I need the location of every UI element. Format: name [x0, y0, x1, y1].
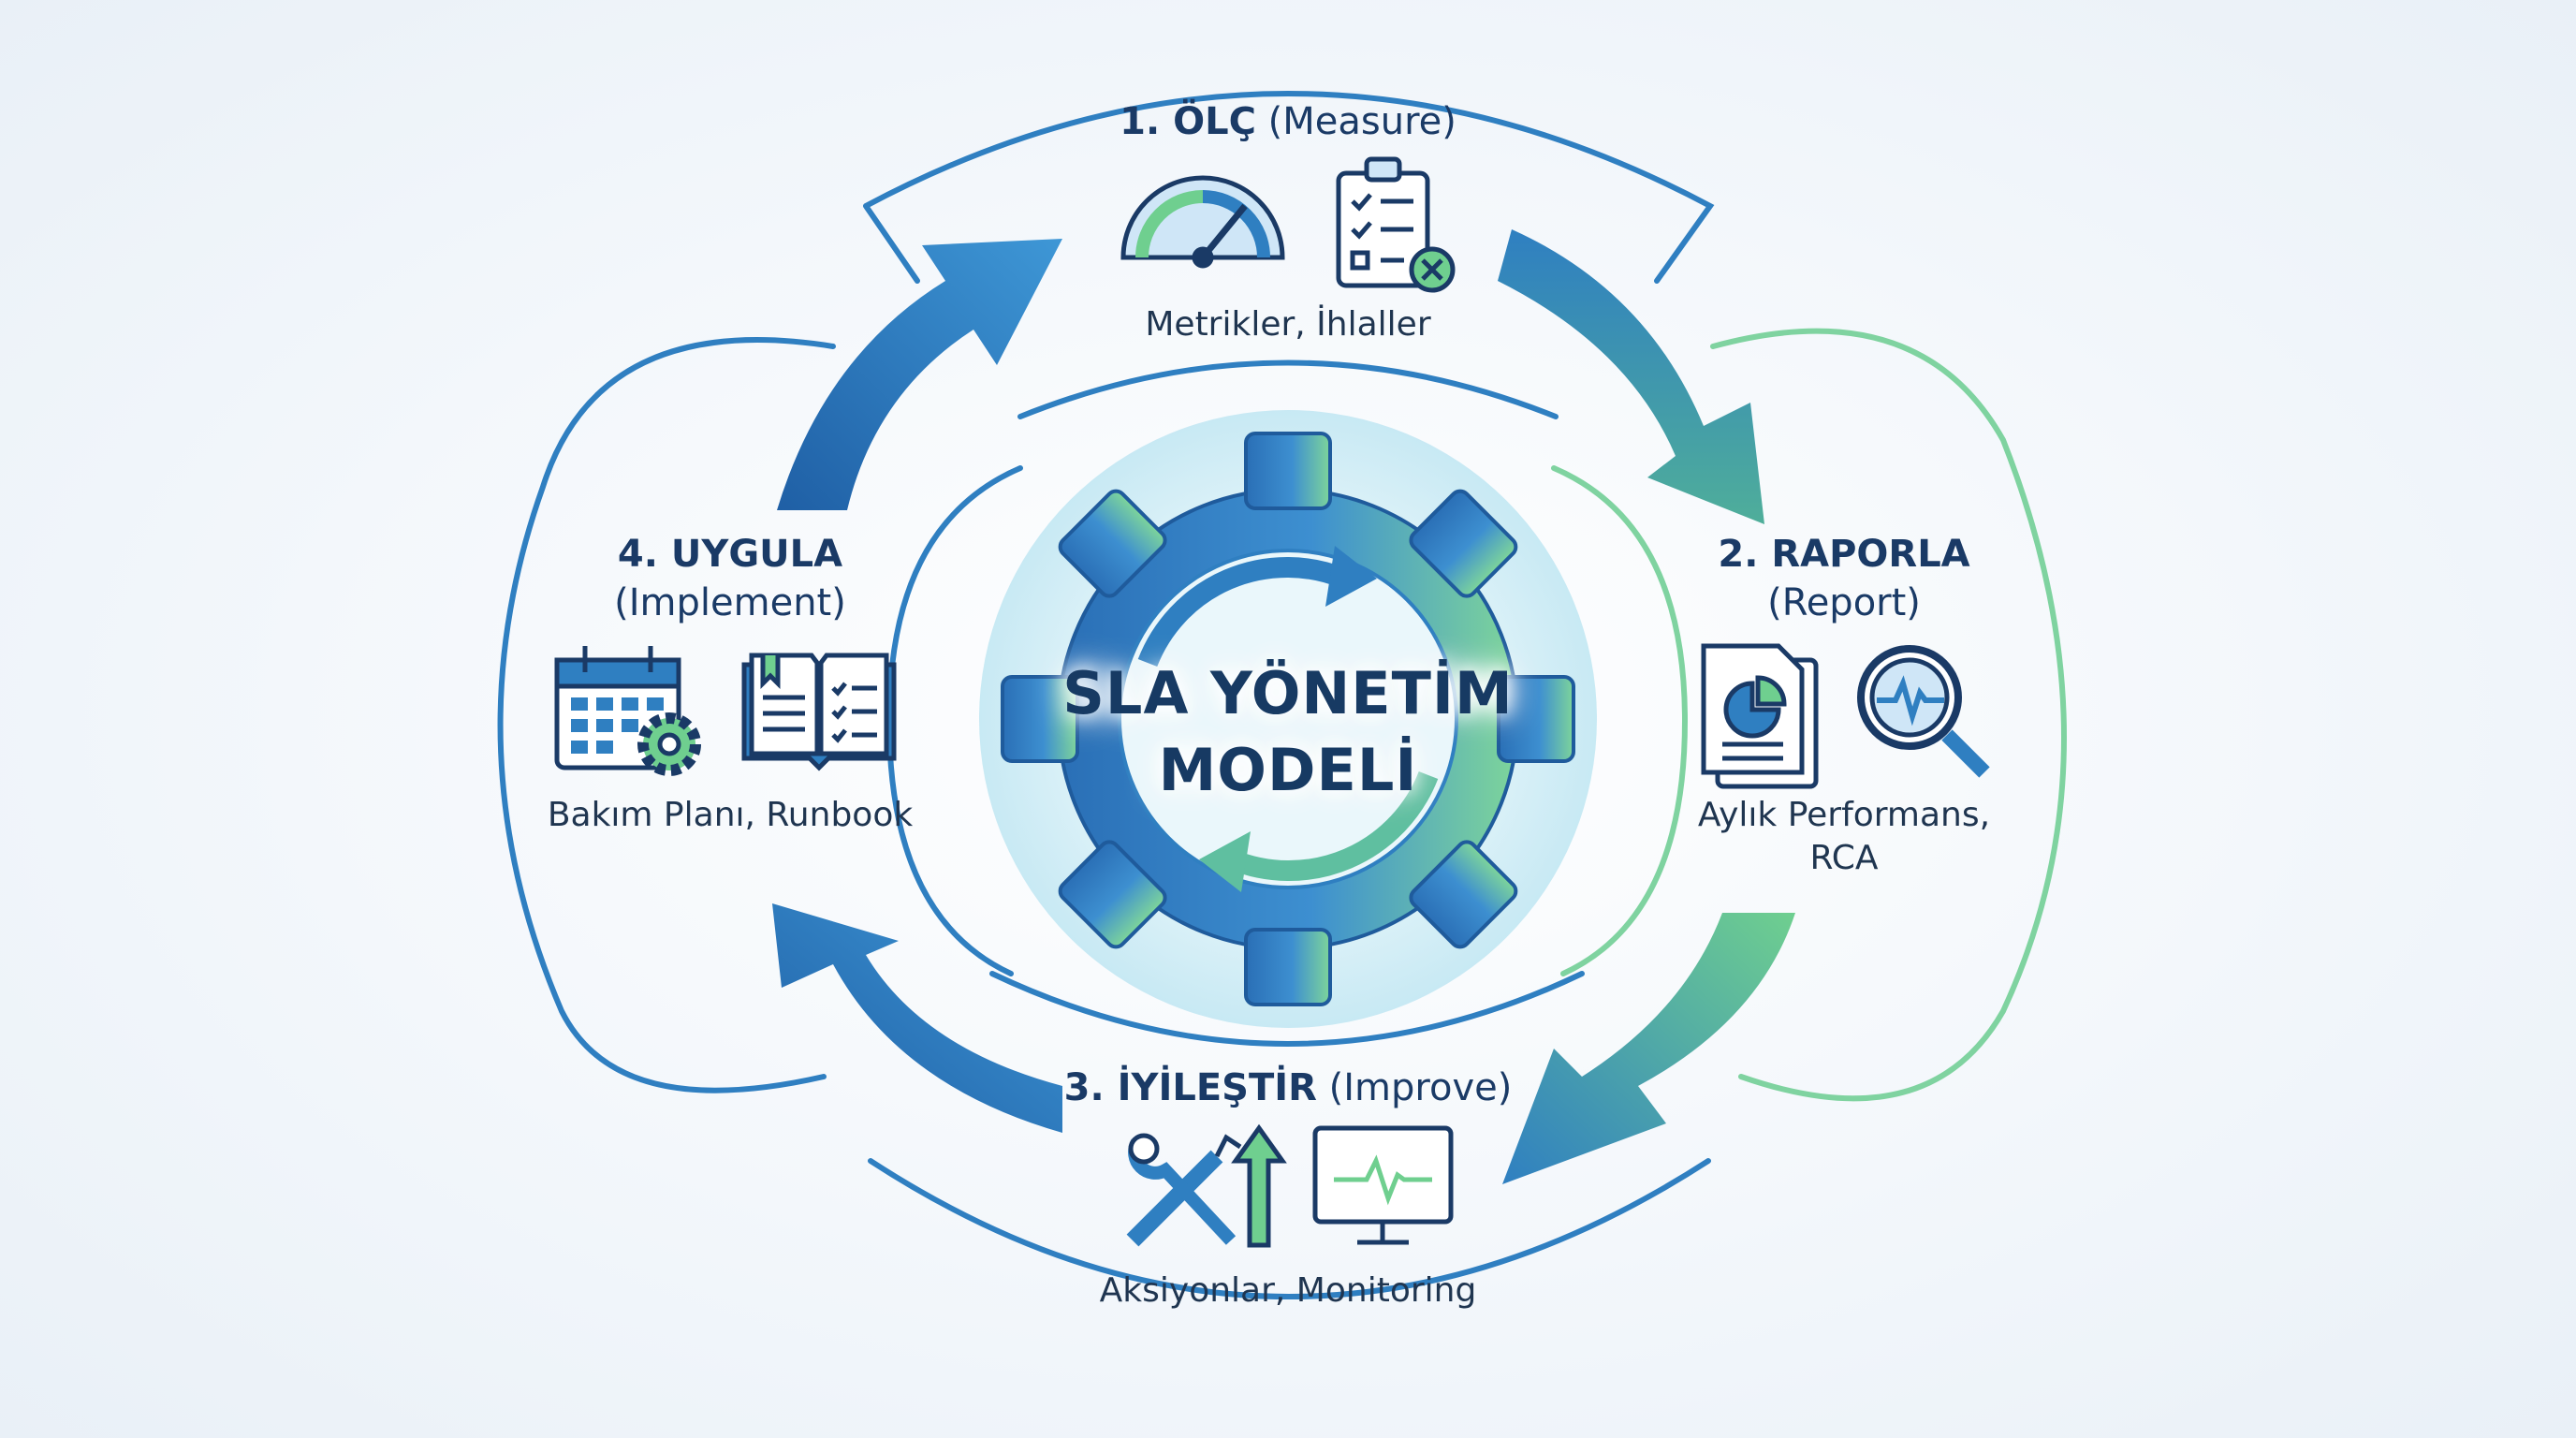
open-book-icon — [741, 653, 897, 771]
center-gear — [1001, 432, 1575, 1006]
stage-report-desc-1: Aylık Performans, — [1697, 796, 1991, 834]
stage-measure: 1. ÖLÇ (Measure) — [1007, 97, 1569, 146]
report-outline — [1710, 328, 2067, 1102]
magnifier-pulse-icon — [1857, 645, 1990, 778]
center-title: SLA YÖNETİM MODELİ — [960, 655, 1616, 809]
report-document-icon — [1701, 643, 1819, 789]
report-inner-arc — [1551, 465, 1689, 976]
cycle-arrows — [772, 229, 1795, 1184]
stage-improve-desc-wrap: Aksiyonlar, Monitoring — [1007, 1269, 1569, 1313]
center-title-line2: MODELİ — [1158, 736, 1418, 804]
tools-icon — [1126, 1133, 1242, 1247]
stage-measure-desc-wrap: Metrikler, İhlaller — [1007, 303, 1569, 346]
improve-outline — [868, 1158, 1711, 1299]
arrow-report-to-improve — [1502, 913, 1795, 1184]
stage-improve-title: 3. İYİLEŞTİR — [1063, 1066, 1317, 1109]
stage-improve-desc: Aksiyonlar, Monitoring — [1099, 1271, 1477, 1310]
measure-inner-arc — [1017, 360, 1559, 419]
stage-report-desc-wrap: Aylık Performans, RCA — [1647, 794, 2041, 880]
monitor-icon — [1312, 1125, 1454, 1245]
stage-report-title-en: (Report) — [1767, 581, 1921, 624]
stage-measure-desc: Metrikler, İhlaller — [1145, 305, 1431, 344]
arrow-measure-to-report — [1498, 229, 1764, 524]
calendar-gear-icon — [554, 646, 701, 776]
stage-implement-desc: Bakım Planı, Runbook — [547, 796, 914, 834]
implement-outline — [497, 337, 836, 1093]
gauge-icon — [1120, 175, 1285, 269]
up-arrow-icon — [1231, 1123, 1287, 1248]
stage-measure-title: 1. ÖLÇ — [1120, 100, 1256, 143]
arrow-implement-to-measure — [777, 239, 1062, 510]
stage-implement-desc-wrap: Bakım Planı, Runbook — [505, 794, 955, 837]
stage-implement: 4. UYGULA (Implement) — [562, 530, 899, 627]
center-title-line1: SLA YÖNETİM — [1062, 659, 1514, 727]
measure-outline — [863, 91, 1715, 284]
stage-implement-title-en: (Implement) — [614, 581, 846, 624]
stage-measure-title-en: (Measure) — [1255, 100, 1456, 143]
stage-report-title: 2. RAPORLA — [1718, 533, 1970, 576]
checklist-icon — [1336, 156, 1456, 293]
improve-inner-arc — [989, 971, 1585, 1047]
stage-report: 2. RAPORLA (Report) — [1676, 530, 2012, 627]
arrow-improve-to-implement — [772, 903, 1062, 1133]
stage-report-desc-2: RCA — [1809, 839, 1879, 877]
stage-improve-title-en: (Improve) — [1316, 1066, 1513, 1109]
stage-improve: 3. İYİLEŞTİR (Improve) — [960, 1064, 1616, 1112]
stage-implement-title: 4. UYGULA — [617, 533, 843, 576]
